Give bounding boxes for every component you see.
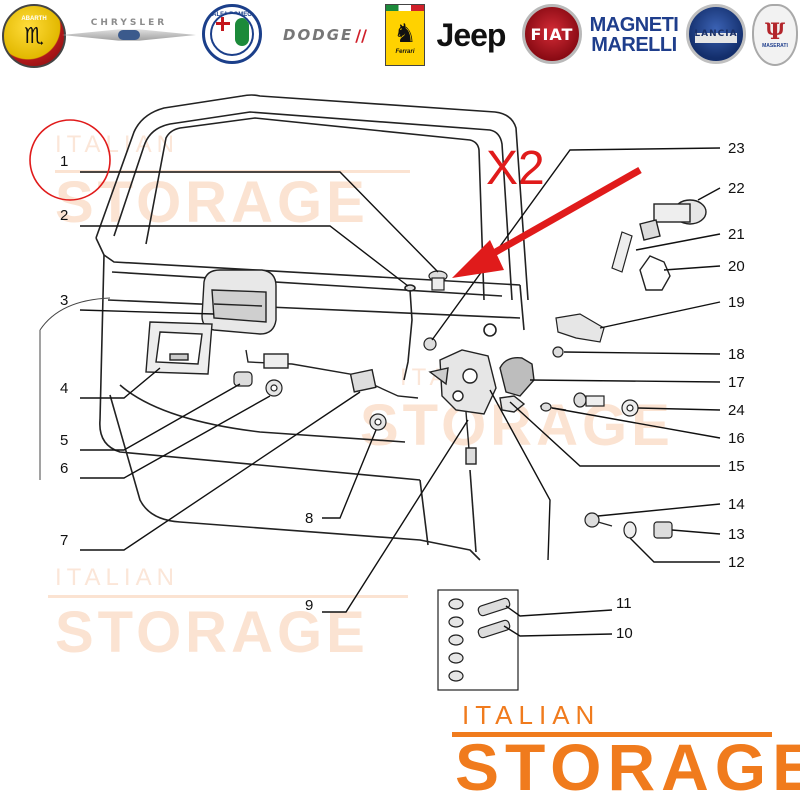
callout-9: 9 <box>305 597 313 614</box>
chrysler-logo-label: CHRYSLER <box>90 18 168 28</box>
watermark-middle: ITALIAN STORAGE <box>360 364 670 458</box>
part-clip-5 <box>233 371 253 387</box>
callout-22: 22 <box>728 180 745 197</box>
part-washer-24 <box>621 399 639 417</box>
highlight-circle-part-1 <box>29 119 111 201</box>
callout-15: 15 <box>728 458 745 475</box>
fiat-logo: FIAT <box>522 4 582 64</box>
part-key-set-box <box>437 589 519 691</box>
callout-12: 12 <box>728 554 745 571</box>
part-rivet-14 <box>584 512 613 528</box>
brand-logo-strip: ABARTH ♏ CHRYSLER ALFA ROMEO DODGE // ♞ … <box>0 0 800 70</box>
callout-19: 19 <box>728 294 745 311</box>
part-rod-2 <box>403 284 416 381</box>
jeep-logo-label: Jeep <box>436 16 507 53</box>
callout-labels: 1 2 3 4 5 6 7 8 9 10 11 12 13 14 15 16 1… <box>60 140 745 642</box>
prancing-horse-icon: ♞ <box>393 19 417 49</box>
italian-storage-logo: ITALIAN STORAGE <box>452 700 800 800</box>
maserati-logo-label: MASERATI <box>762 43 788 49</box>
part-button-1 <box>428 270 448 291</box>
leader-lines <box>79 147 721 637</box>
quantity-multiplier: X2 <box>486 142 545 195</box>
callout-20: 20 <box>728 258 745 275</box>
part-screw-18 <box>552 346 564 358</box>
chrysler-seal-icon <box>118 30 140 40</box>
abarth-logo: ABARTH ♏ <box>2 4 66 68</box>
callout-10: 10 <box>616 625 633 642</box>
callout-17: 17 <box>728 374 745 391</box>
part-lock-cylinder-22 <box>639 199 707 241</box>
callout-11: 11 <box>616 595 632 612</box>
callout-5: 5 <box>60 432 68 449</box>
red-arrow-icon <box>452 166 642 278</box>
alfa-romeo-logo: ALFA ROMEO <box>202 4 262 64</box>
logo-line2: STORAGE <box>455 730 800 800</box>
part-latch-17 <box>499 357 535 413</box>
part-clip-20 <box>639 255 671 291</box>
part-spring-21 <box>611 231 633 273</box>
lancia-logo: LANCIA <box>686 4 746 64</box>
trident-icon: Ψ <box>764 19 786 45</box>
fiat-logo-label: FIAT <box>530 24 574 44</box>
logo-line1: ITALIAN <box>462 700 600 730</box>
callout-3: 3 <box>60 292 68 309</box>
part-rod-7 <box>245 349 419 399</box>
callout-6: 6 <box>60 460 68 477</box>
ferrari-logo-label: Ferrari <box>395 49 415 55</box>
magneti-marelli-line2: MARELLI <box>591 34 677 56</box>
watermark-bottom-line2: STORAGE <box>55 600 369 665</box>
chrysler-logo: CHRYSLER <box>62 4 196 66</box>
callout-7: 7 <box>60 532 68 549</box>
ferrari-logo: ♞ Ferrari <box>385 4 425 66</box>
magneti-marelli-logo: MAGNETI MARELLI <box>588 4 680 66</box>
part-plug-13 <box>653 521 673 539</box>
jeep-logo: Jeep <box>428 4 514 66</box>
part-bracket-19 <box>555 313 605 343</box>
part-washer-12 <box>623 521 637 539</box>
watermark-top-line1: ITALIAN <box>55 131 179 158</box>
callout-2: 2 <box>60 207 68 224</box>
part-clip-8 <box>369 413 387 431</box>
scorpion-icon: ♏ <box>24 23 44 49</box>
watermark-bottom-line1: ITALIAN <box>55 564 179 591</box>
callout-16: 16 <box>728 430 745 447</box>
part-bolt-17 <box>573 392 605 408</box>
callout-8: 8 <box>305 510 313 527</box>
abarth-logo-label: ABARTH <box>21 16 47 22</box>
door-outline <box>39 94 529 561</box>
watermark-bottom: ITALIAN STORAGE <box>48 564 408 665</box>
dodge-stripes-icon: // <box>355 25 367 45</box>
maserati-logo: Ψ MASERATI <box>752 4 798 66</box>
italian-flag-icon <box>386 5 424 11</box>
callout-23: 23 <box>728 140 745 157</box>
magneti-marelli-line1: MAGNETI <box>589 14 679 36</box>
callout-24: 24 <box>728 402 745 419</box>
dodge-logo: DODGE // <box>270 4 380 66</box>
callout-1: 1 <box>60 153 68 170</box>
callout-18: 18 <box>728 346 745 363</box>
callout-13: 13 <box>728 526 745 543</box>
part-bezel-4 <box>145 321 213 375</box>
part-handle-3 <box>201 269 277 335</box>
watermark-top-line2: STORAGE <box>55 170 369 235</box>
callout-14: 14 <box>728 496 745 513</box>
part-clip-6 <box>265 379 283 397</box>
alfa-romeo-crest-icon <box>210 12 254 56</box>
callout-21: 21 <box>728 226 745 243</box>
dodge-logo-label: DODGE <box>283 26 354 44</box>
part-lock-mechanism <box>428 349 497 465</box>
lancia-banner-icon <box>695 33 737 43</box>
callout-4: 4 <box>60 380 68 397</box>
part-screw-23 <box>423 337 437 351</box>
lancia-logo-label: LANCIA <box>694 29 738 39</box>
